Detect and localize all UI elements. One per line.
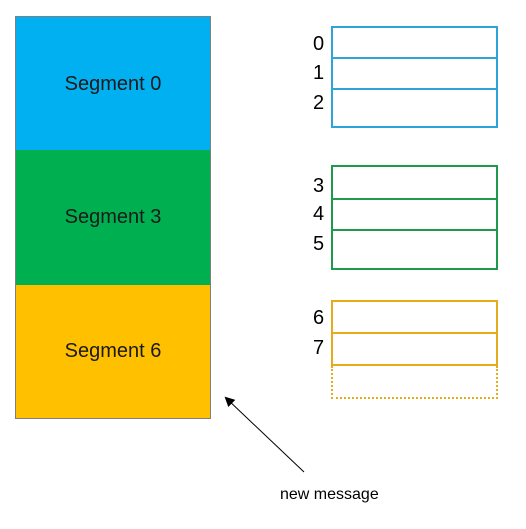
index-label: 2 [313, 92, 325, 114]
segment-0-label: Segment 0 [64, 72, 162, 95]
new-message-label: new message [280, 486, 379, 503]
segment-3-label: Segment 3 [64, 206, 162, 228]
index-row-pending [331, 366, 498, 399]
index-label: 4 [313, 203, 325, 225]
index-label: 1 [313, 62, 325, 84]
index-label: 7 [313, 337, 325, 359]
index-group-segment-0: 0 1 2 [313, 26, 498, 128]
segment-0-block: Segment 0 [15, 16, 211, 151]
index-row: 2 [313, 88, 498, 128]
segment-6-block: Segment 6 [15, 285, 211, 419]
index-row: 5 [313, 229, 498, 270]
index-label: 3 [313, 175, 325, 197]
index-label: 6 [313, 307, 325, 329]
index-group-segment-6: 6 7 [313, 300, 498, 400]
index-group-segment-3: 3 4 5 [313, 165, 498, 270]
segment-3-block: Segment 3 [15, 150, 211, 285]
index-label: 0 [313, 33, 325, 55]
index-label: 5 [313, 233, 325, 255]
segment-6-label: Segment 6 [64, 340, 162, 362]
index-row: 7 [313, 332, 498, 366]
